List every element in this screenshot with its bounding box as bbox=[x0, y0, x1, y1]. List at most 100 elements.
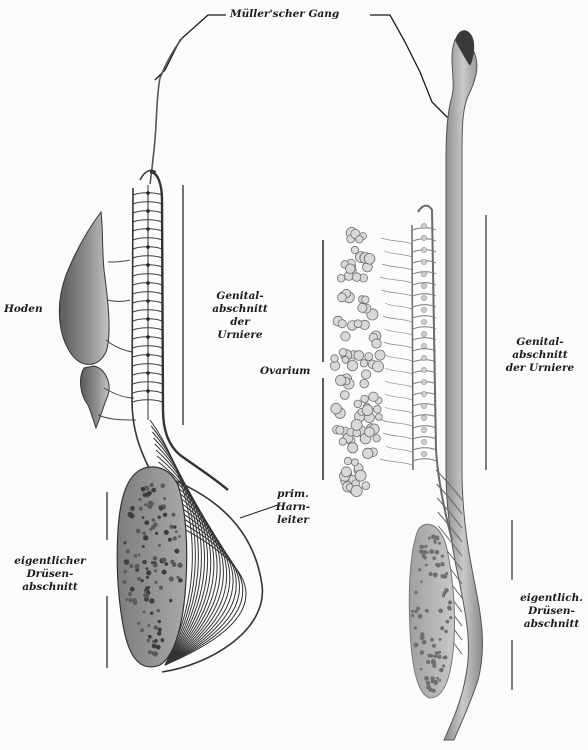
gland-dot bbox=[152, 518, 156, 522]
testis-shape bbox=[59, 212, 109, 428]
gland-dot bbox=[433, 655, 436, 658]
label-ovarium: Ovarium bbox=[260, 365, 310, 378]
ovary-follicle bbox=[336, 375, 346, 385]
gland-dot bbox=[124, 541, 127, 544]
gland-dot bbox=[149, 598, 154, 603]
gland-dot bbox=[135, 564, 140, 569]
ovary-thread bbox=[381, 238, 412, 244]
gland-dot bbox=[142, 516, 145, 519]
gland-dot bbox=[144, 486, 147, 489]
tubule-dot bbox=[421, 271, 426, 276]
ovary-thread bbox=[385, 368, 412, 374]
ovary-follicle bbox=[362, 405, 373, 416]
gland-dot bbox=[430, 638, 434, 642]
gland-dot bbox=[435, 651, 439, 655]
gland-dot bbox=[436, 677, 439, 680]
tubule-rung bbox=[413, 305, 436, 307]
ovary-thread bbox=[385, 303, 412, 309]
gland-dot bbox=[129, 592, 132, 595]
gland-dot bbox=[148, 635, 152, 639]
ovary-follicle bbox=[331, 355, 338, 362]
gland-dot bbox=[420, 650, 424, 654]
ovary-follicle bbox=[338, 320, 346, 328]
gland-dot bbox=[132, 598, 137, 603]
ovary-follicle bbox=[363, 448, 373, 458]
gland-dot bbox=[158, 628, 162, 632]
gland-dot bbox=[142, 532, 146, 536]
gland-dot bbox=[143, 611, 146, 614]
gland-dot bbox=[149, 528, 152, 531]
ovary-follicle bbox=[331, 403, 342, 414]
tubule-dot bbox=[146, 317, 150, 321]
tubule-dot bbox=[146, 371, 150, 375]
gland-dot bbox=[445, 620, 449, 624]
gland-dot bbox=[157, 609, 161, 613]
ovary-follicle bbox=[345, 264, 355, 274]
gland-dot bbox=[429, 549, 434, 554]
gland-dot bbox=[414, 626, 417, 629]
gland-dot bbox=[162, 570, 167, 575]
ovary-thread bbox=[385, 381, 412, 387]
gland-dot bbox=[175, 530, 178, 533]
gland-dot bbox=[435, 550, 440, 555]
gland-dot bbox=[138, 553, 141, 556]
ovary-follicle-cluster bbox=[330, 227, 385, 496]
gland-dot bbox=[177, 563, 182, 568]
gland-dot bbox=[439, 656, 442, 659]
gland-dot bbox=[154, 561, 157, 564]
tubule-dot bbox=[421, 379, 426, 384]
gland-dot bbox=[432, 664, 436, 668]
ovary-follicle bbox=[340, 391, 349, 400]
gland-dot bbox=[126, 598, 129, 601]
ovary-follicle bbox=[364, 253, 375, 264]
ovary-follicle bbox=[358, 303, 367, 312]
tubule-dot bbox=[421, 235, 426, 240]
tubule-dot bbox=[146, 389, 150, 393]
gland-dot bbox=[157, 631, 161, 635]
label-druesen-abschnitt-left: eigentlicher Drüsen- abschnitt bbox=[0, 555, 100, 594]
gland-dot bbox=[159, 586, 163, 590]
tubule-dot bbox=[146, 353, 150, 357]
tubule-dot bbox=[421, 283, 426, 288]
gland-dot bbox=[144, 593, 149, 598]
gland-dot bbox=[140, 628, 144, 632]
tubule-dot bbox=[421, 415, 426, 420]
ovary-follicle bbox=[374, 406, 382, 414]
gland-dot bbox=[414, 643, 419, 648]
gland-dot bbox=[411, 614, 414, 617]
tubule-dot bbox=[421, 355, 426, 360]
gland-dot bbox=[443, 656, 446, 659]
gland-dot bbox=[163, 513, 167, 517]
gland-dot bbox=[138, 498, 141, 501]
gland-dot bbox=[435, 563, 438, 566]
gland-dot bbox=[433, 539, 436, 542]
ovary-thread bbox=[383, 342, 412, 348]
gland-dot bbox=[422, 640, 427, 645]
gland-dot bbox=[424, 676, 429, 681]
gland-dot bbox=[178, 535, 181, 538]
ovary-follicle bbox=[342, 356, 349, 363]
gland-dot bbox=[130, 506, 135, 511]
gland-dot bbox=[152, 644, 157, 649]
ovary-follicle bbox=[341, 467, 351, 477]
tubule-dot bbox=[421, 427, 426, 432]
tubule-dot bbox=[146, 245, 150, 249]
gland-dot bbox=[147, 624, 150, 627]
ovary-thread bbox=[380, 277, 412, 283]
gland-dot bbox=[144, 503, 147, 506]
gland-dot bbox=[173, 536, 177, 540]
ovary-follicle bbox=[354, 351, 364, 361]
gland-dot bbox=[422, 546, 425, 549]
gland-dot bbox=[162, 558, 167, 563]
gland-dot bbox=[163, 497, 166, 500]
tubule-dot bbox=[421, 295, 426, 300]
gland-dot bbox=[420, 580, 423, 583]
gland-dot bbox=[432, 644, 436, 648]
gland-dot bbox=[433, 572, 438, 577]
gland-dot bbox=[139, 507, 143, 511]
label-hoden: Hoden bbox=[4, 303, 43, 316]
gland-dot bbox=[173, 525, 176, 528]
gland-dot bbox=[128, 598, 132, 602]
gland-dot bbox=[137, 622, 140, 625]
gland-dot bbox=[158, 544, 161, 547]
